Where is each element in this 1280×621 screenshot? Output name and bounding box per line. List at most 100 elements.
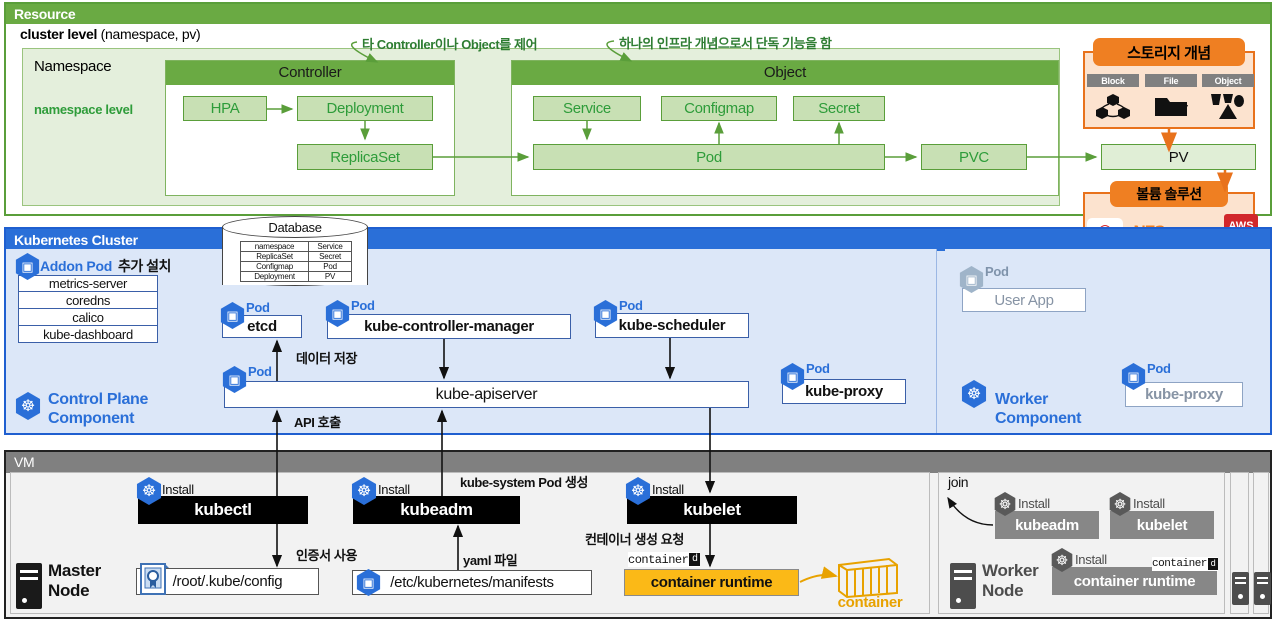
worker-line2: Component bbox=[995, 410, 1082, 427]
namespace-label: Namespace bbox=[34, 58, 112, 75]
pod-icon: ▣ bbox=[15, 253, 40, 280]
worker-component-label: Worker Component bbox=[995, 390, 1081, 428]
callout-controller: 타 Controller이나 Object를 제어 bbox=[362, 37, 538, 52]
list-item[interactable]: kube-dashboard bbox=[18, 326, 158, 343]
storage-chip-file: File bbox=[1145, 74, 1197, 87]
note-api-call: API 호출 bbox=[294, 415, 341, 430]
table-row: Configmap Pod bbox=[239, 261, 352, 272]
worker-tool-kubelet[interactable]: kubelet bbox=[1110, 511, 1214, 539]
install-caption: Install bbox=[1018, 496, 1050, 511]
resource-node-pod[interactable]: Pod bbox=[533, 144, 885, 170]
tool-kubelet[interactable]: kubelet bbox=[627, 496, 797, 524]
component-kube-apiserver[interactable]: kube-apiserver bbox=[224, 381, 749, 408]
object-group: Object bbox=[511, 60, 1059, 196]
resource-node-pvc[interactable]: PVC bbox=[921, 144, 1027, 170]
cluster-level-label: cluster level (namespace, pv) bbox=[20, 26, 201, 42]
resource-section-title: Resource bbox=[6, 4, 1270, 24]
list-item[interactable]: calico bbox=[18, 309, 158, 326]
vm-section-title: VM bbox=[6, 452, 1270, 473]
pod-caption: Pod bbox=[985, 264, 1009, 279]
component-user-app[interactable]: User App bbox=[962, 288, 1086, 312]
db-cell: ReplicaSet bbox=[239, 251, 310, 262]
note-cert-use: 인증서 사용 bbox=[296, 548, 358, 563]
containerd-text: container bbox=[1152, 558, 1207, 570]
worker-node-line1: Worker bbox=[982, 561, 1039, 580]
server-icon bbox=[16, 563, 42, 609]
certificate-icon bbox=[139, 562, 171, 598]
callout-object: 하나의 인프라 개념으로서 단독 기능을 함 bbox=[619, 36, 832, 51]
db-cell: Service bbox=[308, 241, 352, 252]
pod-caption: Pod bbox=[619, 298, 643, 313]
object-group-title: Object bbox=[512, 61, 1058, 85]
resource-node-replicaset[interactable]: ReplicaSet bbox=[297, 144, 433, 170]
resource-node-hpa[interactable]: HPA bbox=[183, 96, 267, 121]
addon-pod-list: metrics-server coredns calico kube-dashb… bbox=[18, 275, 158, 343]
db-cell: Secret bbox=[308, 251, 352, 262]
list-item[interactable]: coredns bbox=[18, 292, 158, 309]
control-plane-line2: Component bbox=[48, 410, 135, 427]
server-icon bbox=[950, 563, 976, 609]
pod-caption: Pod bbox=[351, 298, 375, 313]
master-node-label: Master Node bbox=[48, 561, 101, 601]
containerd-text: container bbox=[628, 552, 689, 567]
table-row: ReplicaSet Secret bbox=[239, 251, 352, 262]
pod-icon: ▣ bbox=[356, 569, 381, 596]
tool-kubectl[interactable]: kubectl bbox=[138, 496, 308, 524]
resource-node-service[interactable]: Service bbox=[533, 96, 641, 121]
pod-caption: Pod bbox=[246, 300, 270, 315]
file-manifests[interactable]: /etc/kubernetes/manifests bbox=[352, 570, 592, 595]
pod-icon: ▣ bbox=[220, 302, 245, 329]
db-cell: PV bbox=[308, 271, 352, 282]
server-icon bbox=[1232, 572, 1249, 605]
resource-node-secret[interactable]: Secret bbox=[793, 96, 885, 121]
install-caption: Install bbox=[1075, 552, 1107, 567]
container-label: container bbox=[837, 594, 903, 611]
pod-caption: Pod bbox=[1147, 361, 1171, 376]
storage-chip-object: Object bbox=[1202, 74, 1254, 87]
folder-icon bbox=[1145, 95, 1197, 123]
containerd-d: d bbox=[1207, 558, 1218, 570]
database-title: Database bbox=[268, 220, 322, 235]
install-caption: Install bbox=[652, 482, 684, 497]
tool-container-runtime[interactable]: container runtime bbox=[624, 569, 799, 596]
component-kube-scheduler[interactable]: kube-scheduler bbox=[595, 313, 749, 338]
pod-caption: Pod bbox=[806, 361, 830, 376]
tool-kubeadm[interactable]: kubeadm bbox=[353, 496, 520, 524]
file-kube-config[interactable]: /root/.kube/config bbox=[136, 568, 319, 595]
volume-solution-title: 볼륨 솔루션 bbox=[1110, 181, 1228, 207]
resource-node-deployment[interactable]: Deployment bbox=[297, 96, 433, 121]
install-caption: Install bbox=[378, 482, 410, 497]
note-kube-system-pod: kube-system Pod 생성 bbox=[460, 475, 588, 490]
controller-group: Controller bbox=[165, 60, 455, 196]
db-cell: namespace bbox=[239, 241, 310, 252]
kubernetes-cluster-title: Kubernetes Cluster bbox=[6, 229, 1270, 251]
db-cell: Pod bbox=[308, 261, 352, 272]
worker-tool-container-runtime[interactable]: container runtime bbox=[1052, 567, 1217, 595]
storage-chip-block: Block bbox=[1087, 74, 1139, 87]
component-kube-controller-manager[interactable]: kube-controller-manager bbox=[327, 314, 571, 339]
table-row: namespace Service bbox=[239, 241, 352, 252]
worker-line1: Worker bbox=[995, 391, 1049, 408]
database-contents-table: namespace Service ReplicaSet Secret Conf… bbox=[239, 241, 352, 282]
note-yaml-file: yaml 파일 bbox=[463, 553, 518, 568]
worker-tool-kubeadm[interactable]: kubeadm bbox=[995, 511, 1099, 539]
install-caption: Install bbox=[162, 482, 194, 497]
pod-icon: ▣ bbox=[222, 366, 247, 393]
install-caption: Install bbox=[1133, 496, 1165, 511]
db-cell: Configmap bbox=[239, 261, 310, 272]
resource-node-configmap[interactable]: Configmap bbox=[661, 96, 777, 121]
namespace-level-label: namespace level bbox=[34, 102, 133, 117]
list-item[interactable]: metrics-server bbox=[18, 275, 158, 292]
block-storage-icon bbox=[1087, 93, 1139, 123]
component-kube-proxy-worker[interactable]: kube-proxy bbox=[1125, 382, 1243, 407]
container-icon bbox=[833, 557, 903, 599]
resource-node-pv[interactable]: PV bbox=[1101, 144, 1256, 170]
master-node-line1: Master bbox=[48, 561, 102, 580]
worker-node-label: Worker Node bbox=[982, 561, 1039, 601]
note-join: join bbox=[948, 474, 969, 490]
control-plane-component-label: Control Plane Component bbox=[48, 390, 148, 428]
addon-extra-label: 추가 설치 bbox=[118, 258, 171, 274]
pod-icon: ▣ bbox=[959, 266, 984, 293]
